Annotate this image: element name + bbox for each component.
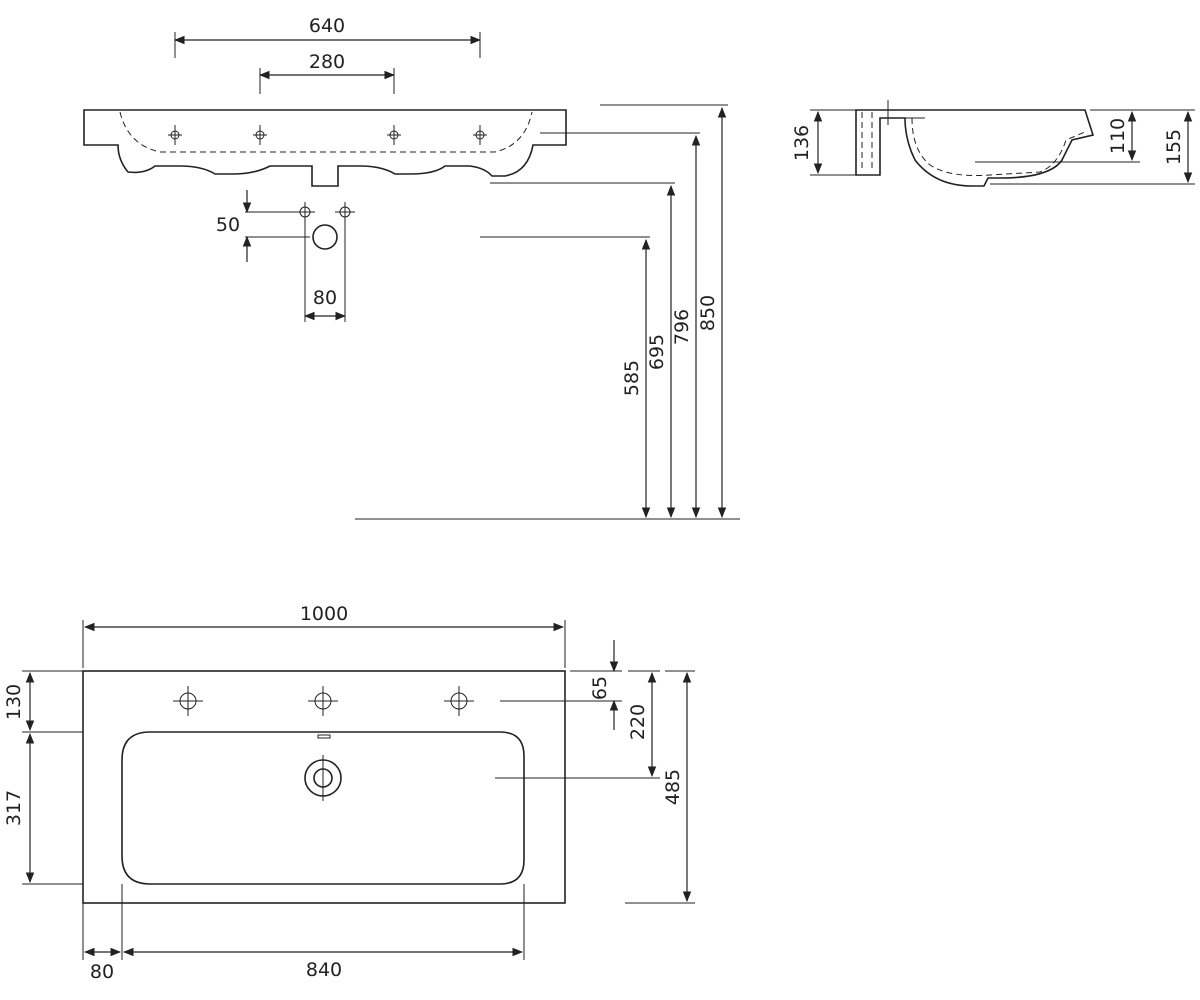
dim-1000: 1000	[300, 603, 348, 625]
dim-485: 485	[662, 769, 684, 805]
top-tap-holes	[173, 686, 474, 716]
front-view: 640 280 50 80 585 695 796 850	[83, 15, 740, 520]
dim-317: 317	[3, 790, 25, 826]
dim-220: 220	[627, 704, 649, 740]
dim-50: 50	[216, 214, 240, 236]
dim-110: 110	[1107, 118, 1129, 154]
dim-80-top: 80	[90, 961, 114, 983]
dim-65: 65	[589, 676, 611, 700]
dim-80-front: 80	[313, 287, 337, 309]
dim-840: 840	[306, 959, 342, 981]
dim-585: 585	[621, 360, 643, 396]
front-basin-inner	[119, 111, 533, 153]
side-view: 136 110 155	[791, 100, 1195, 187]
dim-136: 136	[791, 125, 813, 161]
top-view: 1000 130 317 65 220 485 80 840	[3, 603, 695, 983]
dim-640: 640	[309, 15, 345, 37]
dim-695: 695	[646, 334, 668, 370]
top-basin-outline	[121, 731, 525, 885]
drain-symbols	[295, 202, 355, 250]
dim-130: 130	[3, 684, 25, 720]
dim-155: 155	[1163, 129, 1185, 165]
side-basin-outline	[855, 109, 1095, 187]
side-basin-inner	[861, 112, 1086, 176]
dim-280: 280	[309, 51, 345, 73]
top-drain	[304, 755, 342, 801]
front-faucet-holes	[168, 125, 487, 145]
dim-850: 850	[697, 295, 719, 331]
top-outline	[82, 670, 566, 904]
dim-796: 796	[671, 309, 693, 345]
front-basin-outline	[83, 109, 567, 187]
